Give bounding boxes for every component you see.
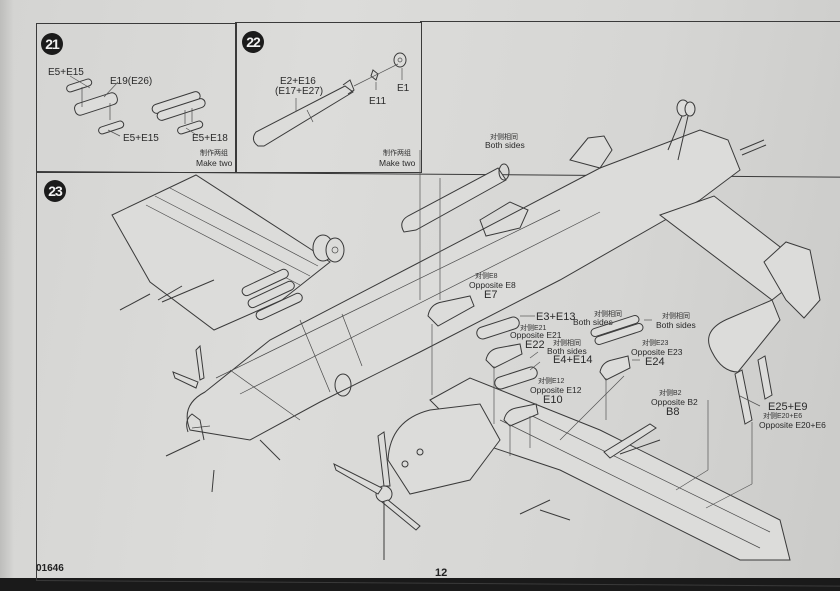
callout-opposite-b2: Opposite B2 — [651, 397, 698, 407]
pylon-e22 — [485, 343, 523, 369]
right-tail-plane — [658, 195, 821, 319]
rocket-tube-bottom-left — [98, 120, 125, 135]
note-make-two-21: Make two — [196, 158, 233, 168]
callout-part-e3-e13: E3+E13 — [536, 311, 576, 323]
part-b8 — [603, 423, 657, 459]
rocket-pod-e3-e13 — [476, 316, 520, 340]
callout-part-e10: E10 — [543, 394, 563, 406]
torpedo-propeller-e1 — [393, 52, 407, 68]
callout-both-sides-e13: Both sides — [573, 317, 613, 327]
label-e19-e26: E19(E26) — [110, 76, 153, 87]
step-22-panel — [235, 22, 422, 173]
label-e1: E1 — [397, 83, 410, 94]
callout-part-e24: E24 — [645, 356, 665, 368]
assembly-guide-lines — [419, 150, 753, 509]
tail-guns — [739, 139, 767, 156]
label-e2-e16: E2+E16 — [280, 76, 316, 87]
rocket-rack-both-sides — [590, 315, 644, 345]
step-badge-22: 22 — [242, 31, 264, 53]
callout-opposite-e20-e6: Opposite E20+E6 — [759, 420, 826, 430]
pylon-e10 — [503, 403, 539, 427]
label-e5-e15-bottom: E5+E15 — [123, 133, 159, 144]
callout-cn-opposite-e12: 对侧E12 — [538, 378, 565, 385]
callout-part-e7: E7 — [484, 289, 498, 301]
callout-part-e4-e14: E4+E14 — [553, 354, 593, 366]
right-propeller — [333, 431, 421, 560]
antenna-left-tip — [259, 439, 281, 461]
callout-cn-both-sides-rack: 对侧相同 — [662, 313, 690, 320]
right-engine-nacelle — [387, 403, 501, 495]
tail-wheel-assembly — [667, 99, 696, 161]
rocket-rack-right — [151, 91, 206, 124]
callout-part-e25-e9: E25+E9 — [768, 401, 808, 413]
pylon-e24 — [599, 355, 631, 381]
callout-cn-both-sides-torpedo: 对侧相同 — [490, 134, 518, 141]
torpedo-fin-e11 — [370, 69, 379, 81]
torpedo-body — [252, 79, 355, 147]
callout-both-sides-rack: Both sides — [656, 320, 696, 330]
callout-opposite-e21: Opposite E21 — [510, 330, 562, 340]
step-21-panel — [36, 23, 237, 173]
label-e11: E11 — [369, 96, 387, 107]
main-wheel-left — [312, 234, 345, 263]
page-edge-shadow — [0, 0, 14, 578]
rocket-pod-e4-e14 — [494, 366, 538, 390]
note-cn-make-two-22: 制作两组 — [383, 150, 411, 157]
label-e5-e18: E5+E18 — [192, 133, 228, 144]
callout-opposite-e23: Opposite E23 — [631, 347, 683, 357]
step-badge-23: 23 — [44, 180, 66, 202]
callout-both-sides-torpedo: Both sides — [485, 140, 525, 150]
note-make-two-22: Make two — [379, 158, 416, 168]
callout-opposite-e12: Opposite E12 — [530, 385, 582, 395]
callout-cn-both-sides-e13: 对侧相同 — [594, 311, 622, 318]
product-code: 01646 — [36, 563, 64, 574]
callout-leaders — [520, 315, 761, 407]
fuselage — [186, 129, 741, 441]
left-propeller — [165, 344, 215, 493]
right-wing — [429, 377, 791, 561]
label-e17-e27: (E17+E27) — [275, 86, 324, 97]
pylon-e7 — [427, 295, 475, 327]
antenna-left-wing — [157, 285, 183, 301]
underwing-rockets-left — [241, 268, 303, 321]
callout-opposite-e8: Opposite E8 — [469, 280, 516, 290]
callout-cn-opposite-b2: 对侧B2 — [659, 390, 682, 397]
callout-part-e22: E22 — [525, 339, 545, 351]
callout-cn-opposite-e20-e6: 对侧E20+E6 — [763, 413, 803, 420]
drop-tank — [708, 299, 781, 425]
label-e5-e15-top: E5+E15 — [48, 67, 84, 78]
callout-cn-both-sides-e14: 对侧相同 — [553, 340, 581, 347]
antenna-right-wing — [519, 499, 551, 515]
tail-fin — [569, 135, 613, 169]
callout-cn-opposite-e21: 对侧E21 — [520, 325, 547, 332]
rocket-rack-left — [74, 87, 118, 120]
callout-cn-opposite-e8: 对侧E8 — [475, 273, 498, 280]
rocket-tube-top-left — [66, 78, 93, 93]
left-wing — [111, 174, 331, 331]
underwing-torpedo — [401, 163, 510, 233]
rocket-tube-bottom-right — [177, 120, 204, 135]
step-badge-21: 21 — [41, 33, 63, 55]
top-rule-right — [420, 21, 840, 22]
nose-glazing — [186, 413, 211, 441]
note-cn-make-two-21: 制作两组 — [200, 150, 228, 157]
callout-cn-opposite-e23: 对侧E23 — [642, 340, 669, 347]
callout-part-b8: B8 — [666, 406, 680, 418]
page-number: 12 — [435, 567, 448, 579]
callout-both-sides-e14: Both sides — [547, 346, 587, 356]
